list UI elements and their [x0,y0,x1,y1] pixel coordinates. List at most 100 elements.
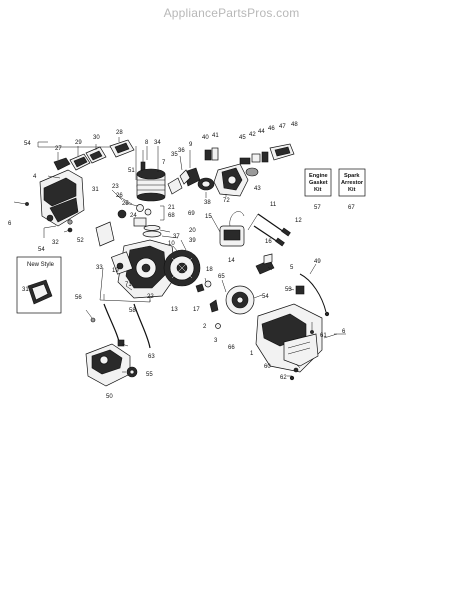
callout-61: 61 [320,333,327,339]
callout-54: 54 [262,294,269,300]
callout-72: 72 [223,198,230,204]
watermark: AppliancePartsPros.com [163,6,300,20]
crankcase[interactable] [117,239,177,299]
starter-housing[interactable] [255,303,323,373]
spark-plug-wire-11-12-16[interactable] [253,213,291,247]
callout-3: 3 [214,338,218,344]
callout-49: 49 [314,259,321,265]
callout-34: 34 [154,140,161,146]
callout-35: 35 [171,152,178,158]
engine-gasket-kit-box[interactable] [304,168,332,197]
recoil-pulley-66[interactable] [225,285,255,315]
ignition-module-14[interactable] [219,211,245,247]
callout-47: 47 [279,124,286,130]
carb-linkage-45-48[interactable] [239,143,295,165]
callout-51: 51 [128,168,135,174]
callout-38: 38 [204,200,211,206]
callout-62: 62 [280,375,287,381]
air-filter-base-28[interactable] [109,139,135,158]
new-style-inset [16,256,62,314]
callout-55: 55 [146,372,153,378]
callout-28: 28 [116,130,123,136]
air-box-housing[interactable] [39,169,85,227]
callout-31: 31 [92,187,99,193]
callout-15: 15 [205,214,212,220]
flywheel-13[interactable] [163,249,201,287]
callout-45: 45 [239,135,246,141]
callout-63: 63 [148,354,155,360]
callout-18: 18 [206,267,213,273]
spark-arrestor-kit-line2: Arrestor [341,180,364,186]
air-filter-element-29[interactable] [69,153,91,171]
fuel-line-58[interactable] [103,303,151,349]
callout-39: 39 [189,238,196,244]
starter-handle-5[interactable] [255,253,275,275]
callout-69: 69 [188,211,195,217]
callout-6: 6 [8,221,12,227]
callout-5: 5 [290,265,294,271]
grommet-63[interactable] [117,339,125,347]
gasket-20-37[interactable] [142,225,162,238]
callout-52: 52 [77,238,84,244]
callout-17: 17 [193,307,200,313]
callout-31: 31 [22,287,29,293]
callout-30: 30 [93,135,100,141]
spark-arrestor-kit-box[interactable] [338,168,366,197]
fuel-cap-55[interactable] [126,366,138,378]
spark-arrestor-kit-text: Spark Arrestor Kit 67 [341,173,364,211]
spring-53[interactable] [295,285,305,295]
callout-9: 9 [189,142,193,148]
gasket-33[interactable] [95,221,115,247]
air-filter-30[interactable] [85,146,107,164]
carburetor-72[interactable] [213,163,249,197]
callout-8: 8 [145,140,149,146]
callout-19: 19 [112,268,119,274]
screw-62[interactable] [289,375,295,381]
callout-6: 6 [342,329,346,335]
screw-56[interactable] [85,309,96,323]
callout-13: 13 [171,307,178,313]
piston-rings-24-21[interactable] [117,204,152,227]
spark-arrestor-kit-line3: Kit [348,187,356,193]
screw-6[interactable] [13,201,29,206]
callout-37: 37 [173,234,180,240]
callout-54: 54 [24,141,31,147]
intake-part-36[interactable] [179,169,191,185]
engine-gasket-kit-number: 57 [314,205,321,211]
nut-17[interactable] [195,283,205,293]
callout-11: 11 [270,202,277,208]
callout-56: 56 [75,295,82,301]
callout-7: 7 [162,160,166,166]
screw-51[interactable] [140,150,146,173]
callout-60: 60 [264,364,271,370]
throttle-cable-49[interactable] [299,273,330,317]
air-filter-cover-27[interactable] [53,157,71,171]
pawl-2-3[interactable] [209,299,221,329]
primer-43[interactable] [245,167,259,177]
cylinder[interactable] [136,168,166,202]
callout-71: 71 [125,282,132,288]
callout-53: 53 [285,287,292,293]
callout-41: 41 [212,133,219,139]
callout-23: 23 [112,184,119,190]
callout-42: 42 [249,132,256,138]
fuel-tank-50[interactable] [85,343,131,387]
callout-46: 46 [268,126,275,132]
callout-14: 14 [228,258,235,264]
crankshaft-19[interactable] [110,251,134,275]
callout-48: 48 [291,122,298,128]
callout-29: 29 [75,140,82,146]
callout-27: 27 [55,146,62,152]
callout-58: 58 [129,308,136,314]
muffler-gasket-35[interactable] [167,177,183,195]
screw-61[interactable] [310,322,314,334]
callout-33: 33 [96,265,103,271]
callout-10: 10 [168,241,175,247]
callout-32: 32 [52,240,59,246]
callout-44: 44 [258,129,265,135]
spacer-40-41[interactable] [204,147,219,161]
boot-38[interactable] [197,177,215,191]
engine-gasket-kit-line1: Engine [309,173,328,179]
washer-18[interactable] [204,280,212,288]
callout-labels: 54 27 29 30 28 8 34 36 9 40 41 45 42 44 … [8,122,346,400]
